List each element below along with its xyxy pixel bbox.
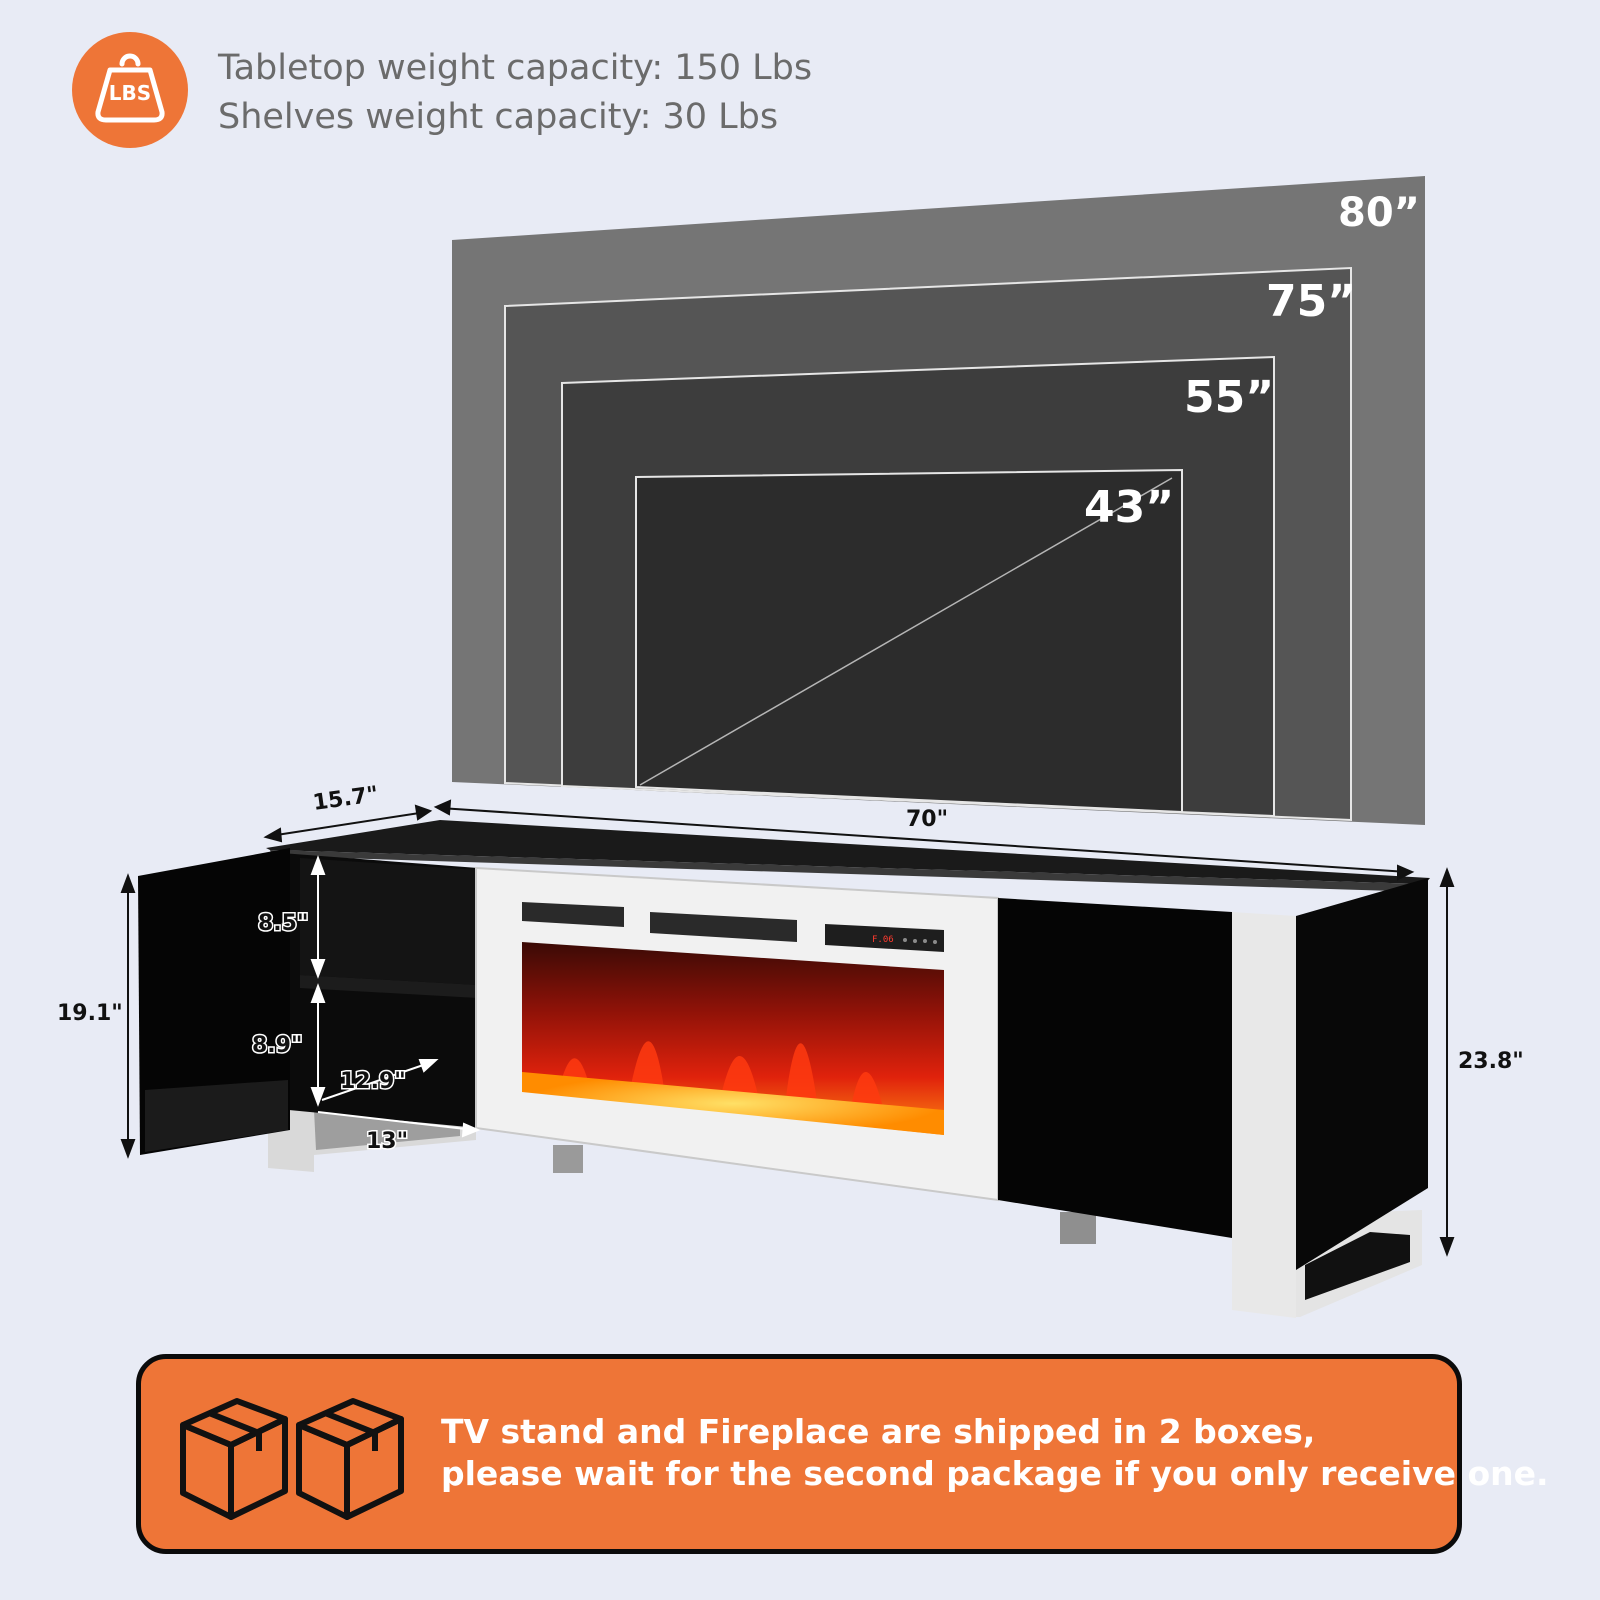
arrowhead-icon [120,1139,136,1159]
fireplace-control-panel [825,924,944,952]
tv-stand: F.06 [138,820,1430,1318]
right-side-column [1232,912,1296,1318]
width-label: 70" [906,807,948,832]
shipping-notice-line-2: please wait for the second package if yo… [441,1454,1549,1493]
arrowhead-icon [310,983,326,1003]
tv-panel-43 [635,468,1183,814]
fireplace-display-readout: F.06 [872,935,894,945]
compartment-back-wall [300,858,478,985]
depth-arrow [269,811,427,837]
shelf-depth-arrow [321,1061,433,1101]
center-foot-left [553,1145,583,1173]
right-end-panel [1296,878,1428,1270]
arrowhead-icon [310,1087,326,1107]
two-boxes-icon [180,1398,404,1520]
arrowhead-icon [1439,1237,1455,1257]
arrowhead-icon [263,827,283,843]
center-foot-right [1060,1212,1096,1244]
capacity-text: Tabletop weight capacity: 150 Lbs Shelve… [218,44,812,142]
left-height-label: 19.1" [57,1001,123,1026]
tv-diagonal-line [639,477,1173,786]
arrowhead-icon [310,855,326,875]
arrowhead-icon [1397,864,1415,881]
right-height-label: 23.8" [1458,1049,1524,1074]
fireplace-vent-left [522,902,624,927]
stand-top [266,820,1430,884]
tabletop-capacity: Tabletop weight capacity: 150 Lbs [218,48,813,88]
shelf-width-label: 13" [366,1129,408,1154]
shipping-notice-line-1: TV stand and Fireplace are shipped in 2 … [441,1412,1316,1451]
right-leg-inner [1305,1232,1410,1300]
fireplace-vent-center [650,912,797,942]
closed-right-door [998,898,1232,1238]
shipping-notice: TV stand and Fireplace are shipped in 2 … [136,1354,1549,1554]
tv-size-43-label: 43” [1084,482,1174,533]
shelf-dimension-lines [310,855,481,1138]
left-leg-inner [314,1110,460,1150]
arrowhead-icon [414,804,433,821]
shelf-width-arrow [317,1111,475,1131]
arrowhead-icon [120,873,136,893]
lower-shelf-label: 8.9" [252,1033,302,1058]
shelves-capacity: Shelves weight capacity: 30 Lbs [218,97,779,137]
compartment-shelf [300,975,478,998]
shipping-notice-text: TV stand and Fireplace are shipped in 2 … [441,1411,1549,1495]
depth-label: 15.7" [311,782,380,816]
weight-badge-icon: LBS [72,32,188,148]
tv-size-75-label: 75” [1266,276,1356,327]
tv-size-comparison: 80” 75” 55” 43” [452,176,1425,825]
fireplace-embers [522,1072,944,1135]
weight-badge-label: LBS [109,81,151,105]
width-arrow [439,807,1409,873]
control-button-icon [903,938,907,942]
upper-shelf-label: 8.5" [258,911,308,936]
arrowhead-icon [1439,867,1455,887]
control-button-icon [923,939,927,943]
control-button-icon [933,940,937,944]
dimension-lines [120,799,1455,1257]
arrowhead-icon [418,1059,439,1073]
tv-size-80-label: 80” [1338,190,1420,236]
shelf-depth-label: 12.9" [340,1069,406,1094]
arrowhead-icon [461,1122,481,1138]
tv-size-55-label: 55” [1184,372,1274,423]
open-left-door [138,848,290,1155]
door-gloss [145,1080,288,1152]
stand-top-edge [270,850,1425,892]
arrowhead-icon [310,959,326,979]
arrowhead-icon [433,799,452,816]
control-button-icon [913,939,917,943]
weight-capacity-block: LBS Tabletop weight capacity: 150 Lbs Sh… [70,30,970,150]
